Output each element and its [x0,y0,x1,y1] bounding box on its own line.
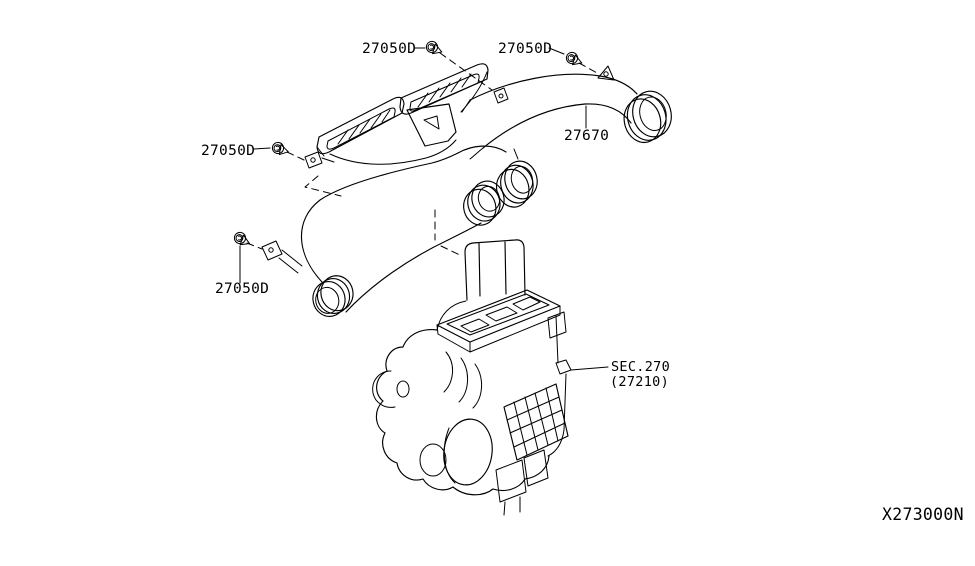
heat-exchanger-panel [503,383,569,461]
screw-icon [231,230,253,249]
heater-unit [372,239,572,516]
fasteners [231,39,585,249]
left-pod-port [396,380,410,398]
grille-left-hatch [337,109,391,145]
part-label-27050d-bottom-left: 27050D [215,281,269,297]
body-outline [375,329,550,496]
collar-to-slab [436,300,467,331]
band-top-edge [300,152,459,283]
leader-sec270 [570,366,609,371]
outlet-ring [312,280,346,318]
duct-mount-tab [597,65,615,81]
dash-screw2-to-duct [578,62,600,75]
band-bottom-edge [345,222,482,313]
side-defroster-duct-27670 [461,65,672,160]
outlet-ring [626,94,667,141]
part-label-27050d-mid-left: 27050D [201,143,255,159]
screw-icon [270,140,291,158]
outlet-ring [500,164,534,204]
top-collar-inner [446,293,550,336]
figure-code: X273000N [882,505,964,524]
grille-top-tab-hole [498,93,504,99]
front-drum [443,418,493,486]
center-outlet-front-rings [463,180,505,226]
screw-icon [564,50,585,69]
floor-outlet-rings [312,275,354,318]
leader-label2 [548,47,565,55]
sec-leader-tab [547,359,572,457]
part-label-27050d-top-left: 27050D [362,41,416,57]
center-ventilator-duct [261,145,538,318]
dash-duct-to-heater [434,209,463,257]
top-collar-outer [436,289,561,343]
outlet-ring-inner [477,185,501,212]
outlet-ring [467,184,501,222]
collar-window [460,296,541,333]
outlet-ring [632,90,672,138]
defroster-nozzle-grille [304,63,509,169]
grille-center-bracket [406,103,457,147]
body-inner-curves [443,351,482,409]
grille-left-slot [326,107,396,150]
grille-left-tab [304,151,335,169]
duct-lower-bracket-hole [268,247,274,253]
front-drum-arc [443,427,456,484]
outlet-ring [316,277,351,315]
duct-left-joins [461,99,484,160]
duct-outlet-rings [623,90,672,144]
stub-top-edge [457,145,507,154]
duct-bottom-edge [482,103,632,149]
duct-top-edge [469,73,638,101]
duct-mount-tab-hole [603,71,609,77]
dash-screw1-to-grille [439,52,493,91]
alignment-dashed-lines [246,52,600,257]
left-pod [372,370,396,408]
outlet-ring [623,98,662,144]
left-drum [419,443,447,477]
outlet-ring [320,275,354,312]
heat-exchanger-grid [506,387,566,456]
part-label-27670: 27670 [564,128,609,144]
outlet-ring-inner [510,165,534,194]
part-label-27050d-top-right: 27050D [498,41,552,57]
grille-right-strip [399,63,489,115]
outlet-ring-inner [315,286,340,314]
outlet-ring [504,160,538,200]
duct-lower-bracket [261,240,303,274]
dash-screw3-to-tab [286,151,342,197]
grille-body-lines [316,71,488,165]
ring-tick [513,148,519,160]
grille-bracket-hole [423,115,440,130]
right-top-box [547,311,567,364]
grille-left-strip [316,96,405,155]
leader-lines [239,47,609,371]
grille-left-tab-hole [310,157,316,163]
outlet-ring [471,180,505,218]
bottom-boxes [495,449,549,516]
outlet-ring-inner [639,96,667,132]
back-slab [464,239,526,301]
leader-label3 [252,147,271,150]
section-label-27210: (27210) [610,374,669,390]
grille-right-hatch [417,73,472,108]
part-labels: 27050D 27050D 27050D 27050D 27670 SEC.27… [201,41,964,524]
outlet-ring [463,188,497,226]
grille-top-tab [493,87,509,104]
section-label-sec270: SEC.270 [611,359,670,375]
